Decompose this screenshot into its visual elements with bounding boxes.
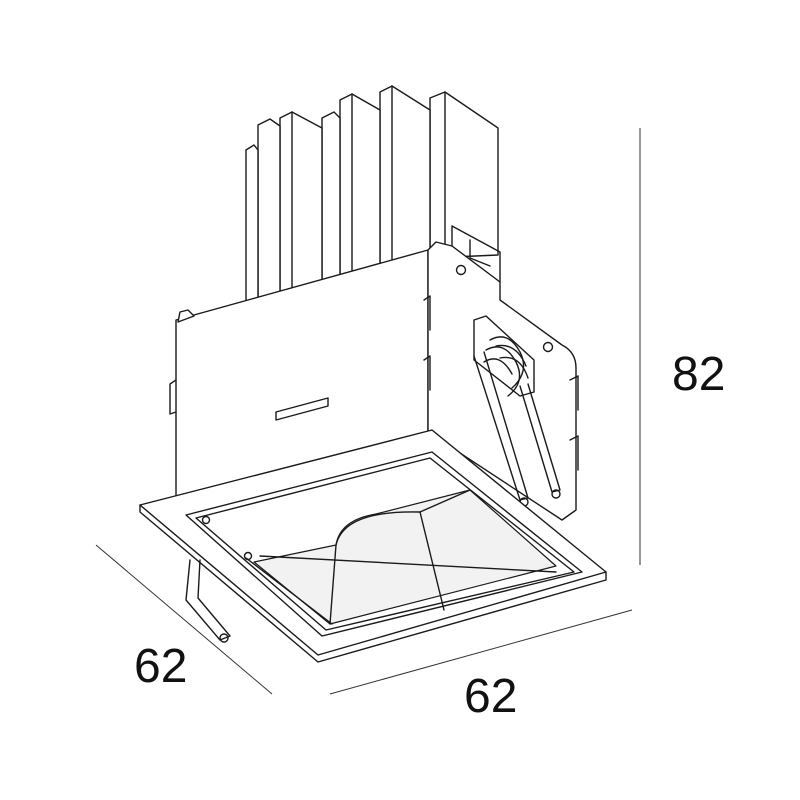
heat-sink-fin — [321, 111, 341, 299]
heat-sink — [245, 85, 499, 315]
width-dimension-line — [329, 609, 633, 695]
heat-sink-fin — [279, 111, 323, 309]
depth-label: 62 — [134, 640, 187, 693]
mount-hole — [455, 264, 467, 276]
dimension-lines — [95, 128, 641, 695]
heat-sink-fin — [257, 118, 281, 313]
width-label: 62 — [464, 670, 517, 723]
heat-sink-fin — [245, 144, 259, 315]
trim-plate — [139, 429, 607, 663]
height-label: 82 — [672, 348, 725, 401]
heat-sink-fin — [339, 93, 381, 291]
spring-clip — [185, 315, 561, 643]
mount-hole — [542, 341, 554, 353]
front-slot — [275, 397, 329, 421]
heat-sink-fin — [379, 85, 431, 276]
depth-dimension-line — [95, 544, 273, 695]
